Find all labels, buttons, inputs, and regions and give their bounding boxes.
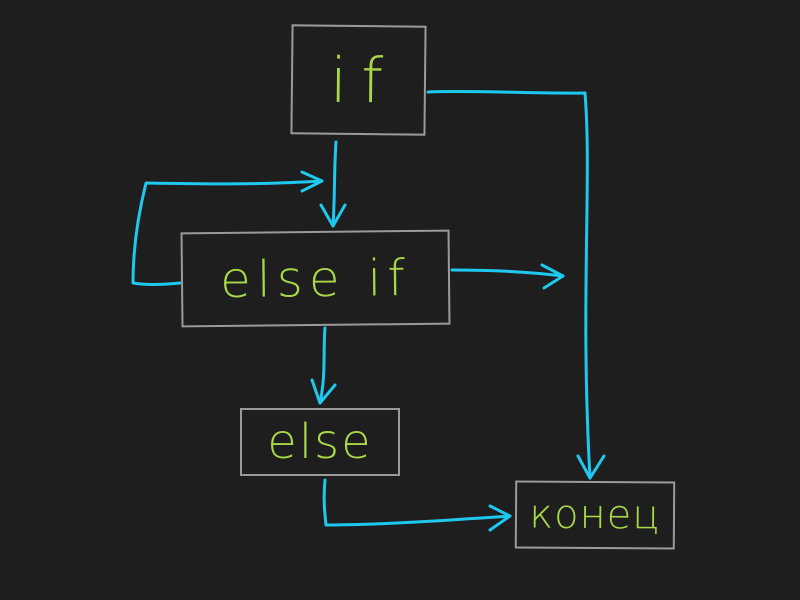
arrowhead-elseif-loop <box>300 170 324 193</box>
arrow-elseif-right <box>450 268 565 278</box>
node-else-if: else if <box>180 229 451 328</box>
node-else-if-label: else if <box>219 248 412 309</box>
arrow-if-to-elseif <box>331 140 338 228</box>
node-else-label: else <box>267 414 373 470</box>
arrow-else-to-end <box>322 478 512 527</box>
arrowhead-if-to-elseif <box>319 203 347 228</box>
node-if: if <box>290 24 427 136</box>
node-end-label: конец <box>529 491 661 539</box>
arrow-elseif-to-else <box>318 326 327 405</box>
node-else: else <box>240 408 400 476</box>
arrowhead-if-to-end <box>576 454 606 480</box>
arrow-elseif-loop <box>131 179 324 286</box>
arrowhead-elseif-to-else <box>310 378 337 405</box>
arrowhead-elseif-right <box>540 263 565 290</box>
arrow-if-to-end <box>426 89 592 480</box>
node-if-label: if <box>329 43 398 117</box>
node-end: конец <box>514 480 676 550</box>
arrowhead-else-to-end <box>488 504 512 532</box>
